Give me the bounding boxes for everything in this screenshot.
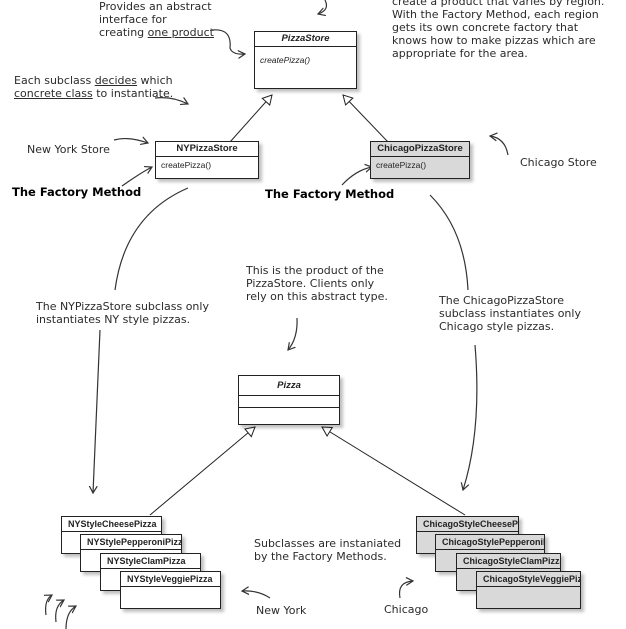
arrow-ny-path <box>93 187 189 493</box>
note-line: by the Factory Methods. <box>254 550 387 563</box>
class-name: ChicagoStylePepperoniPizza <box>436 535 544 550</box>
note-line: PizzaStore. Clients only <box>246 277 375 290</box>
note-product: This is the product of the PizzaStore. C… <box>246 264 388 303</box>
class-name: ChicagoPizzaStore <box>371 142 469 157</box>
class-method: createPizza() <box>376 160 427 170</box>
class-ny-veggie-pizza: NYStyleVeggiePizza <box>120 571 221 609</box>
class-ny-pizza-store: NYPizzaStore createPizza() <box>155 141 259 179</box>
class-chicago-pizza-store: ChicagoPizzaStore createPizza() <box>370 141 470 179</box>
note-underlined: one product <box>147 26 214 39</box>
note-underlined: decides <box>94 74 138 87</box>
note-line: appropriate for the area. <box>392 47 528 60</box>
inherit-ny-pizza-line <box>149 426 256 516</box>
note-subclass-decides: Each subclass decides which concrete cla… <box>14 74 173 100</box>
arrow-top-center <box>318 0 328 14</box>
class-name: ChicagoStyleVeggiePizza <box>477 572 580 587</box>
note-line: With the Factory Method, each region <box>392 8 599 21</box>
note-line: The NYPizzaStore subclass only <box>36 300 209 313</box>
note-line: interface for <box>99 13 167 26</box>
note-line: subclass instantiates only <box>439 307 581 320</box>
arrow-bottom-left-2 <box>55 600 64 623</box>
class-attributes <box>239 396 339 407</box>
arrow-product-note <box>288 317 298 350</box>
note-new-york: New York <box>256 604 307 617</box>
arrow-subclass-decides <box>154 98 188 104</box>
note-factory-method-right: The Factory Method <box>265 187 395 201</box>
class-pizza-store: PizzaStore createPizza() <box>254 31 357 89</box>
note-line: concrete class to instantiate. <box>14 87 173 100</box>
note-line: Each subclass decides which <box>14 74 173 87</box>
note-line: gets its own concrete factory that <box>392 21 579 34</box>
note-line: knows how to make pizzas which are <box>392 34 596 47</box>
class-name: PizzaStore <box>255 32 356 47</box>
note-text: Each subclass <box>14 74 95 87</box>
arrow-bottom-left-1 <box>46 595 52 616</box>
note-factory-method-left: The Factory Method <box>12 185 142 199</box>
note-chicago-subclass: The ChicagoPizzaStore subclass instantia… <box>439 294 581 333</box>
arrow-factory-method-right <box>341 167 372 186</box>
class-name: NYStyleCheesePizza <box>62 517 161 532</box>
class-name: ChicagoStyleClamPizza <box>457 554 560 569</box>
arrow-bottom-left-3 <box>65 606 76 629</box>
class-name: NYPizzaStore <box>156 142 258 157</box>
class-name: NYStylePepperoniPizza <box>81 535 181 550</box>
note-text: to instantiate. <box>92 87 174 100</box>
arrow-chicago-path <box>429 194 478 490</box>
arrow-new-york <box>242 591 271 599</box>
class-name: ChicagoStyleCheesePizza <box>417 517 518 532</box>
arrow-chicago <box>398 581 413 599</box>
note-text: which <box>137 74 173 87</box>
note-underlined: concrete class <box>14 87 93 100</box>
inherit-chicago-pizza-line <box>321 426 466 516</box>
inherit-ny-store-line <box>229 94 273 143</box>
arrow-factory-method-left <box>121 167 152 187</box>
class-divider <box>239 407 339 408</box>
class-name: NYStyleClamPizza <box>101 554 200 569</box>
note-new-york-store: New York Store <box>27 143 110 156</box>
note-text: creating <box>99 26 148 39</box>
inherit-chicago-store-line <box>342 94 389 143</box>
class-name: NYStyleVeggiePizza <box>121 572 220 587</box>
class-method: createPizza() <box>260 55 311 65</box>
note-line: create a product that varies by region. <box>392 0 605 8</box>
note-ny-subclass: The NYPizzaStore subclass only instantia… <box>36 300 209 326</box>
note-line: creating one product <box>99 26 214 39</box>
note-chicago: Chicago <box>384 603 429 616</box>
class-name: Pizza <box>239 376 339 396</box>
note-line: Chicago style pizzas. <box>439 320 555 333</box>
note-line: Provides an abstract <box>99 0 212 13</box>
note-line: This is the product of the <box>246 264 384 277</box>
note-chicago-store: Chicago Store <box>520 156 597 169</box>
note-abstract-interface: Provides an abstract interface for creat… <box>99 0 214 39</box>
class-pizza: Pizza <box>238 375 340 425</box>
note-line: The ChicagoPizzaStore <box>439 294 564 307</box>
class-method: createPizza() <box>161 160 212 170</box>
note-line: Subclasses are instaniated <box>254 537 402 550</box>
arrow-abstract-interface <box>211 29 245 54</box>
note-line: instantiates NY style pizzas. <box>36 313 191 326</box>
note-subclasses: Subclasses are instaniated by the Factor… <box>254 537 401 563</box>
arrow-chicago-store <box>490 136 509 156</box>
note-top-right: create a product that varies by region. … <box>392 0 604 60</box>
arrow-new-york-store <box>113 139 148 143</box>
class-chicago-veggie-pizza: ChicagoStyleVeggiePizza <box>476 571 581 609</box>
note-line: rely on this abstract type. <box>246 290 388 303</box>
